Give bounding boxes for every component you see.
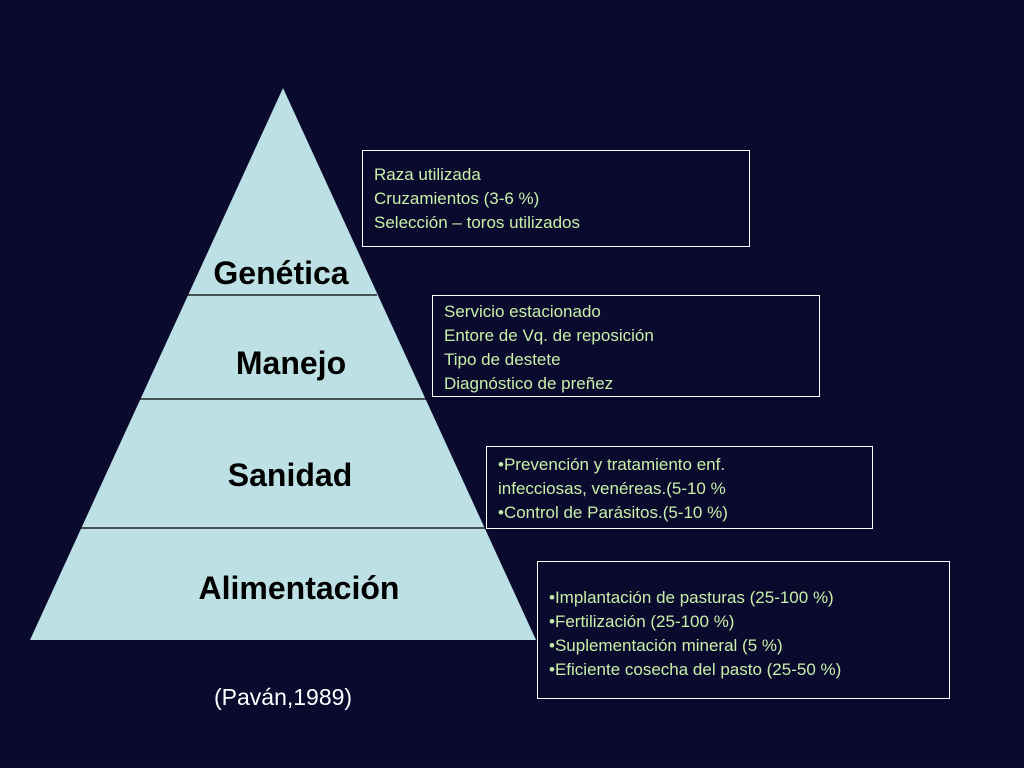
- box-line: •Prevención y tratamiento enf.: [498, 455, 726, 474]
- box-line: Raza utilizada: [374, 165, 481, 184]
- box-line: Entore de Vq. de reposición: [444, 326, 654, 345]
- box-line: Tipo de destete: [444, 350, 561, 369]
- box-line: •Implantación de pasturas (25-100 %): [549, 588, 834, 607]
- box-line: •Control de Parásitos.(5-10 %): [498, 503, 728, 522]
- box-line: •Suplementación mineral (5 %): [549, 636, 783, 655]
- box-line: Selección – toros utilizados: [374, 213, 581, 232]
- box-line: Cruzamientos (3-6 %): [374, 189, 540, 208]
- info-box-manejo: Servicio estacionado Entore de Vq. de re…: [432, 295, 820, 397]
- box-line: Diagnóstico de preñez: [444, 374, 614, 393]
- level-label-genetica: Genética: [213, 255, 349, 291]
- level-label-sanidad: Sanidad: [227, 457, 353, 493]
- info-box-alimentacion: •Implantación de pasturas (25-100 %) •Fe…: [537, 561, 950, 699]
- pyramid-body: [30, 88, 536, 640]
- info-box-sanidad: •Prevención y tratamiento enf. infeccios…: [486, 446, 873, 529]
- box-line: •Fertilización (25-100 %): [549, 612, 735, 631]
- box-line: infecciosas, venéreas.(5-10 %: [498, 479, 726, 498]
- level-label-alimentacion: Alimentación: [198, 570, 400, 606]
- box-line: •Eficiente cosecha del pasto (25-50 %): [549, 660, 842, 679]
- level-label-manejo: Manejo: [235, 345, 347, 381]
- citation: (Paván,1989): [214, 684, 353, 710]
- box-line: Servicio estacionado: [444, 302, 601, 321]
- info-box-genetica: Raza utilizada Cruzamientos (3-6 %) Sele…: [362, 150, 750, 247]
